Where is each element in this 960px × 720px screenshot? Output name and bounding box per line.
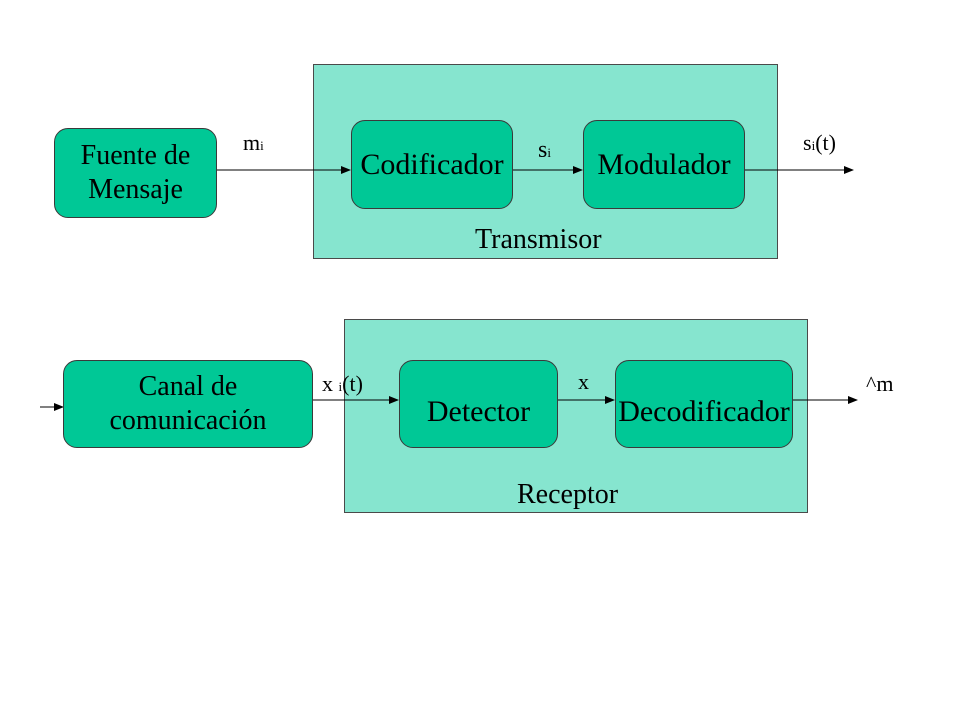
signal-label-si-t-base: s [803,130,812,155]
communication-channel-block: Canal de comunicación [63,360,313,448]
signal-label-x: x [578,369,589,394]
signal-label-si-t-tail: (t) [815,130,836,155]
modulator-block: Modulador [583,120,745,209]
signal-label-si-base: s [538,137,548,163]
signal-label-xi-t-sub: i [338,379,343,394]
signal-label-xi-t-base: x [322,371,339,396]
signal-label-si: si [538,137,551,164]
encoder-block: Codificador [351,120,513,209]
decoder-block: Decodificador [615,360,793,448]
signal-label-si-t: si(t) [803,130,836,156]
message-source-block: Fuente de Mensaje [54,128,217,218]
signal-label-m-hat: ^m [866,371,894,396]
signal-label-xi-t: x i(t) [322,371,363,397]
signal-label-mi-base: m [243,130,261,155]
receiver-title: Receptor [517,479,619,510]
detector-block: Detector [399,360,558,448]
signal-label-mi-sub: i [260,138,264,153]
signal-label-mi: mi [243,130,264,156]
signal-label-xi-t-tail: (t) [342,371,363,396]
signal-label-si-t-sub: i [811,138,816,153]
signal-label-si-sub: i [547,145,551,160]
transmitter-title: Transmisor [475,224,602,255]
